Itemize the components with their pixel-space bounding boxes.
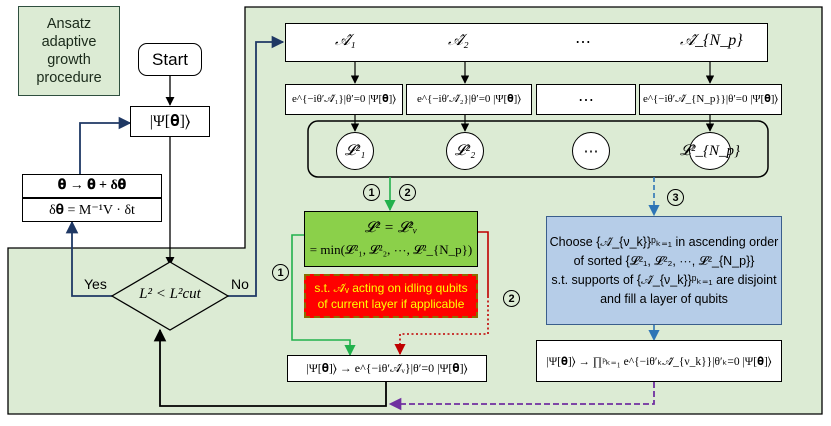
step-1-left: 1	[272, 264, 289, 281]
arrow-path2-dotted	[394, 296, 489, 356]
decision-diamond	[110, 261, 230, 331]
arrow-yes	[65, 220, 112, 297]
title-line-1: Ansatz	[46, 16, 92, 32]
arrow-update-psi	[79, 116, 132, 174]
decision-label: L² < L²cut	[139, 286, 201, 302]
step-1-top: 1	[363, 184, 380, 201]
blue-line-4: and fill a layer of qubits	[600, 291, 728, 306]
yes-label: Yes	[84, 276, 107, 292]
loss-1: 𝓛²₁	[336, 132, 374, 170]
theta-update-box: 𝛉 → 𝛉 + δ𝛉	[22, 174, 162, 198]
gradient-ellipsis: ⋯	[536, 84, 636, 115]
delta-theta-box: δ𝛉 = M⁻¹V · δt	[22, 198, 162, 222]
title-line-4: procedure	[36, 70, 102, 86]
layer-update-box: |Ψ[𝛉]⟩ → ∏ᵖₖ₌₁ e^{−iθ′ₖ𝒜̂_{ν_k}}|θ′ₖ=0 |…	[536, 340, 782, 382]
operator-2: 𝒜̂₂	[448, 32, 469, 49]
title-line-2: adaptive	[41, 34, 97, 50]
operator-ellipsis: ⋯	[575, 34, 591, 51]
title-line-3: growth	[47, 52, 91, 68]
arrow-path1	[291, 234, 356, 357]
loss-2: 𝓛²₂	[446, 132, 484, 170]
operator-1: 𝒜̂₁	[335, 32, 356, 49]
idle-line-2: of current layer if applicable	[317, 297, 465, 311]
arrow-return	[153, 328, 387, 407]
layer-selection-box: Choose {𝒜̂_{ν_k}}ᵖₖ₌₁ in ascending order…	[546, 216, 782, 325]
arrow-no	[228, 35, 285, 297]
step-3: 3	[667, 189, 684, 206]
arrow-path2-solid	[478, 231, 489, 296]
start-node: Start	[138, 43, 202, 76]
loss-ellipsis: ⋯	[572, 132, 610, 170]
blue-line-1: Choose {𝒜̂_{ν_k}}ᵖₖ₌₁ in ascending order	[549, 234, 779, 249]
gradient-N: e^{−iθ′𝒜̂_{N_p}}|θ′=0 |Ψ[𝛉]⟩	[639, 84, 782, 115]
single-update-box: |Ψ[𝛉]⟩ → e^{−iθ′𝒜̂ᵥ}|θ′=0 |Ψ[𝛉]⟩	[287, 355, 487, 382]
psi-state-box: |Ψ[𝛉]⟩	[130, 106, 210, 137]
step-2-top: 2	[399, 184, 416, 201]
min-line-2: = min(𝓛²₁, 𝓛²₂, ⋯, 𝓛²_{N_p})	[309, 242, 473, 257]
min-loss-box: 𝓛² = 𝓛²ᵥ = min(𝓛²₁, 𝓛²₂, ⋯, 𝓛²_{N_p})	[304, 211, 478, 267]
min-line-1: 𝓛² = 𝓛²ᵥ	[364, 220, 418, 236]
procedure-title-box: Ansatz adaptive growth procedure	[18, 6, 120, 96]
blue-line-2: of sorted {𝓛²₁, 𝓛²₂, ⋯, 𝓛²_{N_p}}	[573, 253, 755, 268]
arrow-layer-return	[388, 382, 655, 411]
no-label: No	[231, 276, 249, 292]
blue-line-3: s.t. supports of {𝒜̂_{ν_k}}ᵖₖ₌₁ are disj…	[551, 272, 777, 287]
loss-group-frame	[307, 120, 769, 178]
operator-N: 𝒜̂_{N_p}	[680, 32, 743, 49]
idle-line-1: s.t. 𝒜̂ᵥ acting on idling qubits	[314, 281, 468, 295]
step-2-right: 2	[503, 290, 520, 307]
idle-qubits-box: s.t. 𝒜̂ᵥ acting on idling qubits of curr…	[304, 274, 478, 318]
operator-row	[285, 23, 768, 62]
loss-N: 𝓛²_{N_p}	[680, 132, 740, 170]
gradient-2: e^{−iθ′𝒜̂₂}|θ′=0 |Ψ[𝛉]⟩	[406, 84, 532, 115]
gradient-1: e^{−iθ′𝒜̂₁}|θ′=0 |Ψ[𝛉]⟩	[285, 84, 403, 115]
